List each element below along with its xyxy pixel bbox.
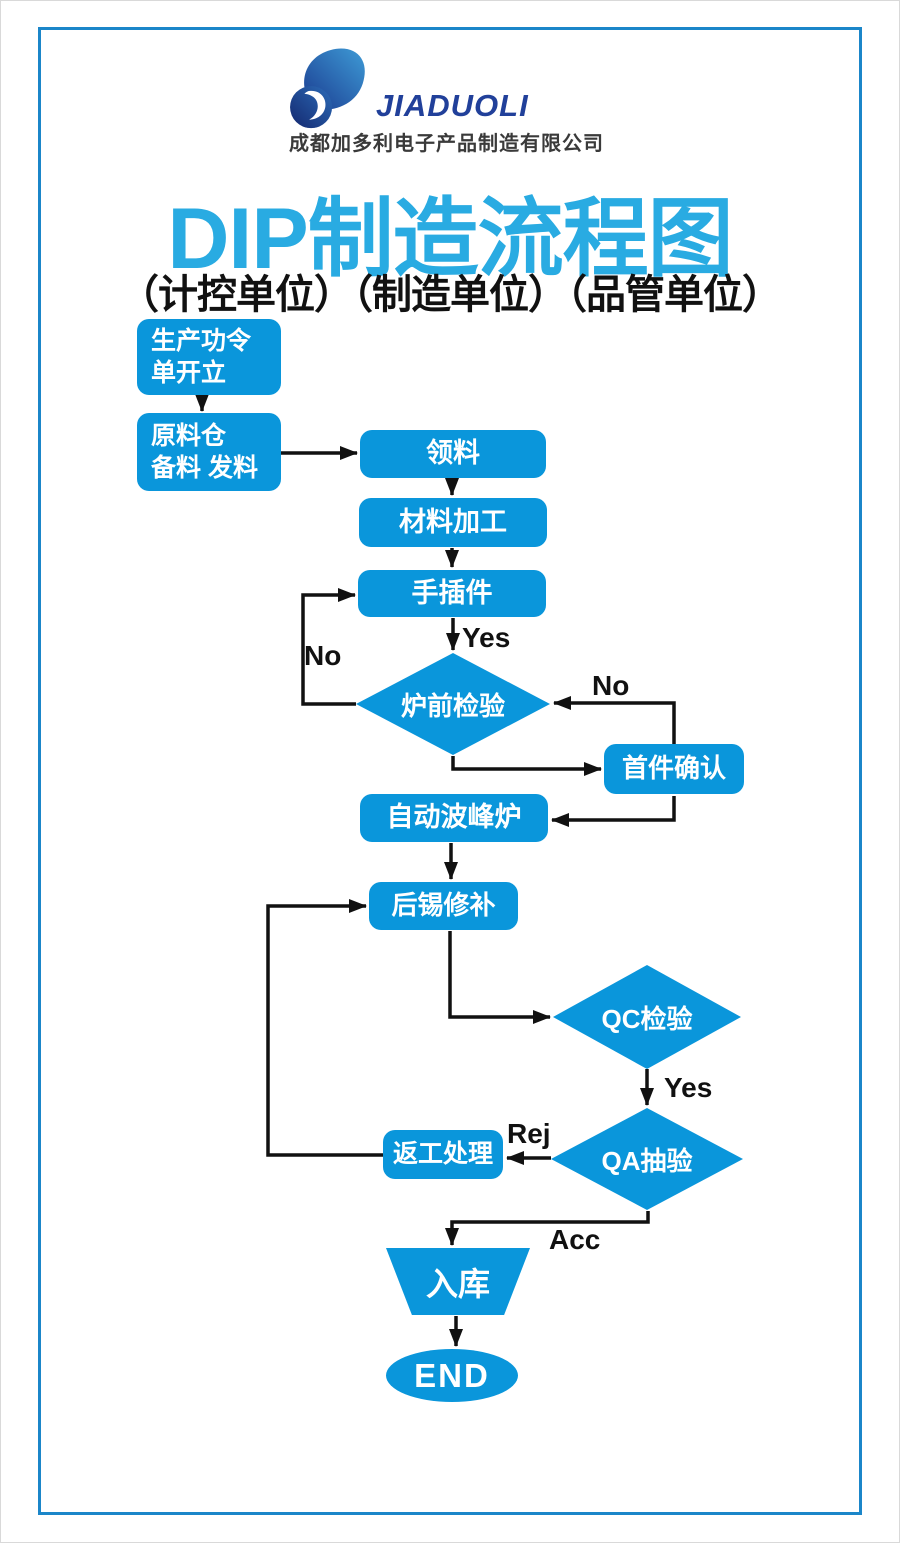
jiaduoli-logo-icon <box>290 48 365 129</box>
node-material-process: 材料加工 <box>359 498 547 547</box>
edge-label-yes-furnace: Yes <box>462 622 511 653</box>
diamond-qa-sample: QA抽验 <box>551 1108 743 1210</box>
node-solder-repair: 后锡修补 <box>369 882 518 930</box>
logo-swirl-shape <box>304 90 326 120</box>
company-name: 成都加多利电子产品制造有限公司 <box>289 133 604 155</box>
page-title: DIP制造流程图 <box>167 191 733 287</box>
arrow-furnace-to-first-confirm <box>451 756 602 776</box>
edge-label-no-left: No <box>304 640 342 671</box>
node-hand-insert: 手插件 <box>358 570 546 617</box>
node-wave-solder: 自动波峰炉 <box>360 794 548 842</box>
edge-label-acc: Acc <box>549 1224 601 1255</box>
diamond-furnace-check: 炉前检验 <box>356 653 550 755</box>
node-first-confirm: 首件确认 <box>604 744 744 794</box>
edge-label-no-right: No <box>592 670 630 701</box>
node-material-prep: 原料仓 备料 发料 <box>137 413 281 491</box>
edge-label-yes-qa: Yes <box>664 1072 713 1103</box>
brand-name: JIADUOLI <box>376 88 529 123</box>
trapezoid-storage: 入库 <box>386 1248 530 1315</box>
arrow-repair-to-qc <box>448 931 551 1024</box>
diamond-qc-check: QC检验 <box>553 965 741 1069</box>
arrow-first-confirm-to-wave <box>551 796 676 827</box>
node-production-order: 生产功令 单开立 <box>137 319 281 395</box>
arrow-rework-loop-to-repair <box>266 899 383 1157</box>
node-pick-material: 领料 <box>360 430 546 478</box>
arrow-first-confirm-no-to-furnace <box>553 696 676 744</box>
node-rework: 返工处理 <box>383 1130 503 1179</box>
edge-label-rej: Rej <box>507 1118 551 1149</box>
page-subtitle: （计控单位）（制造单位）（品管单位） <box>119 273 782 317</box>
ellipse-end: END <box>386 1349 518 1402</box>
